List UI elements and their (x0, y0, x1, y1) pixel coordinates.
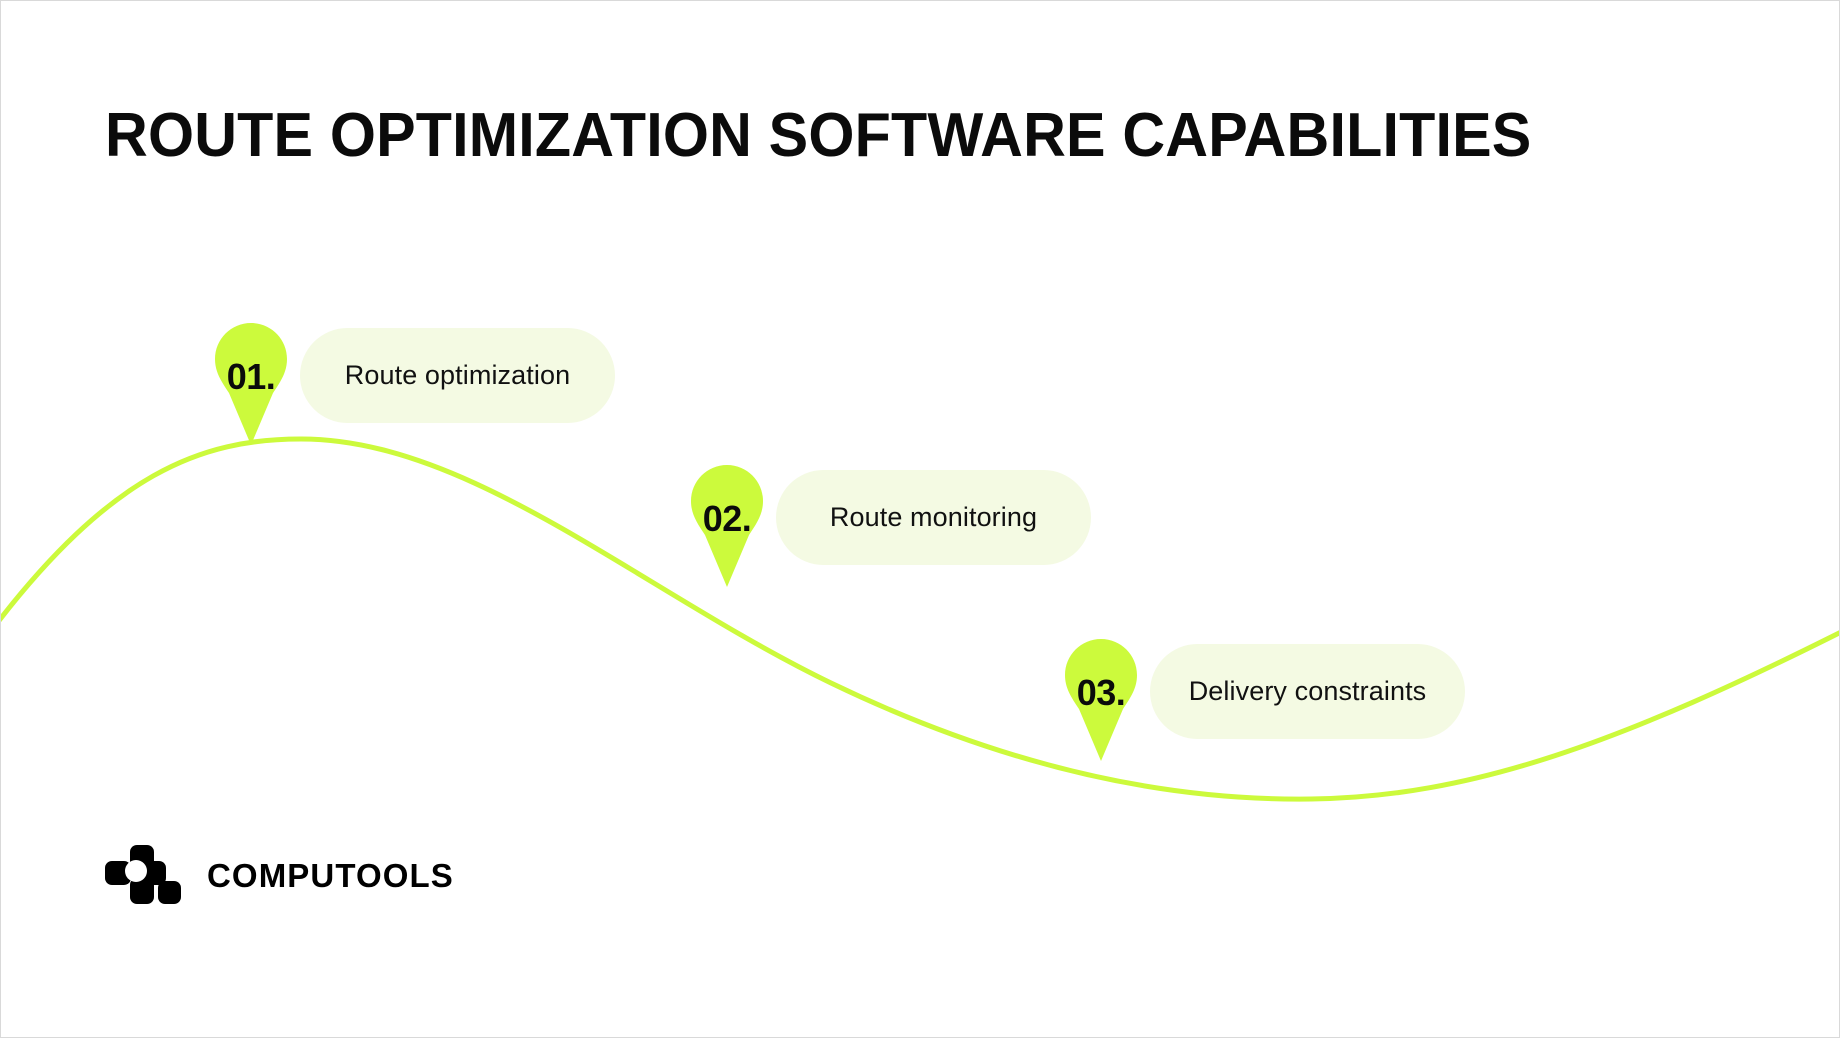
capability-pill-2[interactable]: Route monitoring (776, 470, 1091, 565)
map-pin-icon-1 (215, 323, 287, 445)
map-pin-icon-3 (1065, 639, 1137, 761)
capability-label-1: Route optimization (344, 360, 571, 390)
capability-pill-1[interactable]: Route optimization (300, 328, 615, 423)
map-pin-icon-2 (691, 465, 763, 587)
page-title: ROUTE OPTIMIZATION SOFTWARE CAPABILITIES (105, 101, 1532, 170)
computools-wordmark: COMPUTOOLS (207, 857, 454, 894)
computools-logo-icon (105, 845, 181, 904)
brand-logo: COMPUTOOLS (105, 845, 454, 907)
capability-label-3: Delivery constraints (1188, 676, 1427, 706)
capability-label-2: Route monitoring (829, 502, 1038, 532)
capability-pill-3[interactable]: Delivery constraints (1150, 644, 1465, 739)
